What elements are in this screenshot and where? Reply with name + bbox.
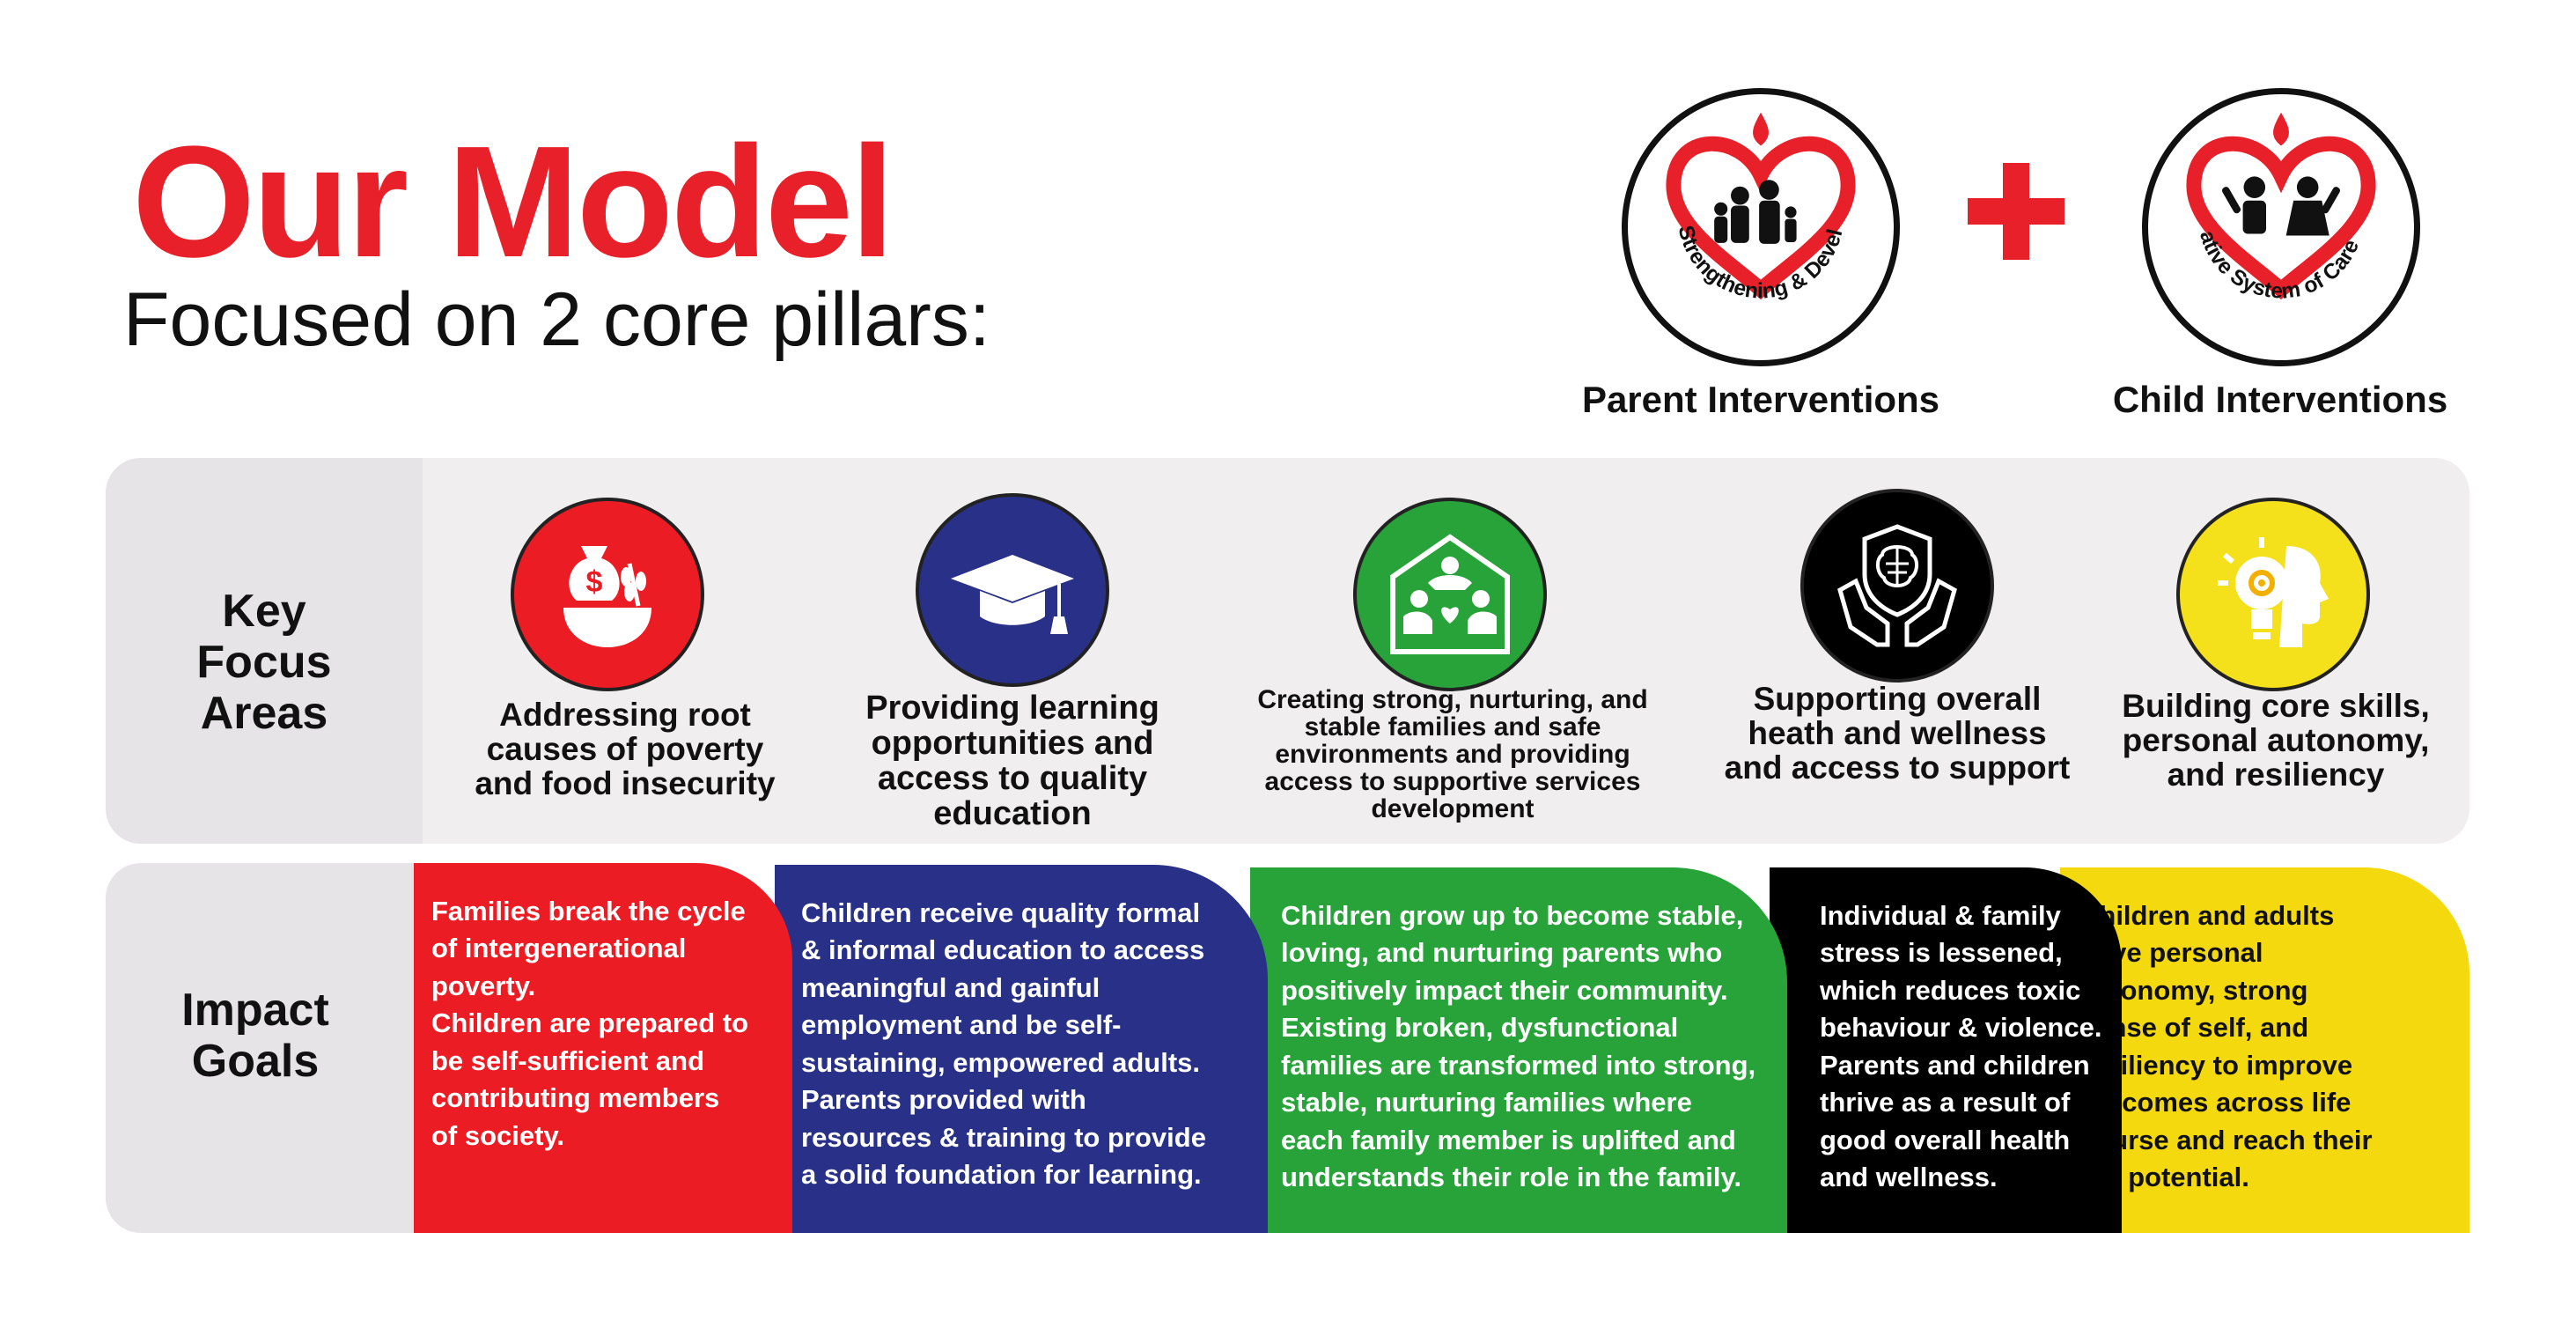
impact-goal-line: Parents and children bbox=[1820, 1049, 2090, 1081]
family-strengthening-logo: Family Strengthening & Development bbox=[1618, 76, 1900, 366]
transformative-system-logo: Transformative System of Care & Services bbox=[2138, 76, 2420, 366]
focus-caption-line: opportunities and bbox=[871, 724, 1154, 762]
impact-goals-label: Impact Goals bbox=[106, 985, 405, 1087]
key-focus-label: Key Focus Areas bbox=[106, 586, 423, 740]
impact-goal-poverty: Families break the cycle of intergenerat… bbox=[414, 863, 792, 1233]
impact-goal-line: Children grow up to become stable, bbox=[1281, 900, 1744, 931]
impact-goals-label-line: Goals bbox=[191, 1036, 320, 1088]
pillar-caption-child: Child Interventions bbox=[2112, 379, 2448, 420]
focus-caption-poverty: Addressing root causes of poverty and fo… bbox=[431, 697, 819, 801]
focus-caption-line: and resiliency bbox=[2167, 756, 2385, 793]
impact-goal-line: stable, nurturing families where bbox=[1281, 1087, 1692, 1118]
focus-caption-line: heath and wellness bbox=[1748, 714, 2047, 751]
focus-caption-line: Providing learning bbox=[865, 690, 1159, 727]
key-focus-label-cell bbox=[106, 458, 423, 844]
impact-goal-line: have personal bbox=[2079, 937, 2263, 969]
focus-caption-line: Addressing root bbox=[499, 697, 751, 733]
focus-caption-line: and food insecurity bbox=[475, 764, 776, 801]
impact-goal-line: meaningful and gainful bbox=[801, 971, 1100, 1003]
brain-hands-icon bbox=[1800, 489, 1994, 683]
lightbulb-head-icon bbox=[2176, 498, 2370, 691]
impact-goal-line: behaviour & violence. bbox=[1820, 1012, 2102, 1044]
focus-caption-line: stable families and safe bbox=[1304, 712, 1601, 742]
family-home-icon bbox=[1353, 498, 1547, 691]
impact-goal-line: full potential. bbox=[2079, 1162, 2249, 1193]
focus-caption-education: Providing learning opportunities and acc… bbox=[810, 690, 1215, 832]
impact-goal-line: which reduces toxic bbox=[1820, 974, 2081, 1006]
impact-goal-skills: Children and adults have personal autono… bbox=[2060, 867, 2469, 1233]
impact-goal-line: Individual & family bbox=[1820, 900, 2061, 931]
impact-goal-line: resources & training to provide bbox=[801, 1121, 1206, 1153]
focus-caption-wellness: Supporting overall heath and wellness an… bbox=[1699, 681, 2095, 786]
graduation-cap-icon bbox=[916, 493, 1109, 687]
key-focus-label-line: Areas bbox=[200, 688, 328, 740]
focus-caption-line: access to quality bbox=[877, 759, 1148, 797]
impact-goal-line: Parents provided with bbox=[801, 1084, 1086, 1116]
impact-goal-line: be self-sufficient and bbox=[431, 1044, 705, 1076]
heart-children-icon: Transformative System of Care & Services bbox=[2138, 76, 2376, 304]
impact-goal-line: stress is lessened, bbox=[1820, 937, 2063, 969]
focus-caption-line: development bbox=[1371, 793, 1535, 823]
focus-caption-families: Creating strong, nurturing, and stable f… bbox=[1224, 685, 1682, 823]
impact-goal-line: of society. bbox=[431, 1119, 565, 1151]
pillar-caption-parent: Parent Interventions bbox=[1581, 379, 1940, 420]
focus-caption-line: Supporting overall bbox=[1753, 681, 2042, 717]
svg-text:$: $ bbox=[586, 565, 603, 599]
impact-goal-line: families are transformed into strong, bbox=[1281, 1049, 1756, 1081]
impact-goal-line: each family member is uplifted and bbox=[1281, 1124, 1736, 1155]
focus-caption-line: access to supportive services bbox=[1264, 766, 1641, 796]
impact-goal-line: employment and be self- bbox=[801, 1009, 1122, 1041]
key-focus-label-line: Focus bbox=[196, 637, 332, 689]
impact-goal-line: Families break the cycle bbox=[431, 896, 746, 926]
heart-family-icon: Family Strengthening & Development bbox=[1618, 76, 1856, 304]
impact-goal-families: Children grow up to become stable, lovin… bbox=[1250, 867, 1787, 1233]
impact-goal-line: Children receive quality formal bbox=[801, 897, 1201, 928]
focus-caption-line: education bbox=[933, 794, 1092, 832]
impact-goal-line: contributing members bbox=[431, 1082, 720, 1114]
page-title: Our Model bbox=[132, 114, 894, 291]
impact-goals-label-line: Impact bbox=[181, 985, 329, 1036]
impact-goal-line: resiliency to improve bbox=[2079, 1049, 2353, 1081]
impact-goal-line: Existing broken, dysfunctional bbox=[1281, 1012, 1679, 1044]
impact-goal-line: thrive as a result of bbox=[1820, 1087, 2071, 1118]
focus-caption-line: and access to support bbox=[1724, 749, 2071, 786]
focus-caption-line: Building core skills, bbox=[2122, 688, 2430, 724]
focus-caption-line: causes of poverty bbox=[486, 730, 764, 767]
page-subtitle: Focused on 2 core pillars: bbox=[123, 277, 990, 362]
impact-goal-line: of intergenerational bbox=[431, 933, 687, 964]
impact-goal-line: outcomes across life bbox=[2079, 1087, 2352, 1118]
impact-goal-line: sense of self, and bbox=[2079, 1012, 2309, 1044]
impact-goal-line: a solid foundation for learning. bbox=[801, 1159, 1202, 1191]
impact-goal-line: understands their role in the family. bbox=[1281, 1162, 1742, 1193]
impact-goal-line: Children are prepared to bbox=[431, 1007, 749, 1039]
impact-goal-line: sustaining, empowered adults. bbox=[801, 1046, 1201, 1078]
impact-goal-line: poverty. bbox=[431, 970, 536, 1001]
plus-icon bbox=[1968, 163, 2064, 260]
impact-goal-line: and wellness. bbox=[1820, 1162, 1998, 1193]
impact-goal-line: positively impact their community. bbox=[1281, 974, 1728, 1006]
focus-caption-skills: Building core skills, personal autonomy,… bbox=[2087, 688, 2465, 793]
impact-goal-line: Children and adults bbox=[2079, 900, 2335, 931]
impact-goal-wellness: Individual & family stress is lessened, … bbox=[1770, 867, 2122, 1233]
impact-goal-line: course and reach their bbox=[2079, 1124, 2373, 1155]
focus-caption-line: Creating strong, nurturing, and bbox=[1257, 685, 1648, 714]
impact-goal-line: & informal education to access bbox=[801, 934, 1205, 966]
focus-caption-line: personal autonomy, bbox=[2122, 721, 2430, 758]
impact-goal-education: Children receive quality formal & inform… bbox=[775, 865, 1268, 1233]
key-focus-label-line: Key bbox=[222, 586, 306, 637]
poverty-food-icon: $ bbox=[511, 498, 704, 691]
impact-goal-line: autonomy, strong bbox=[2079, 974, 2308, 1006]
key-focus-band bbox=[106, 458, 2469, 844]
focus-caption-line: environments and providing bbox=[1275, 739, 1630, 769]
impact-goal-line: loving, and nurturing parents who bbox=[1281, 937, 1723, 969]
impact-goal-line: good overall health bbox=[1820, 1124, 2071, 1155]
